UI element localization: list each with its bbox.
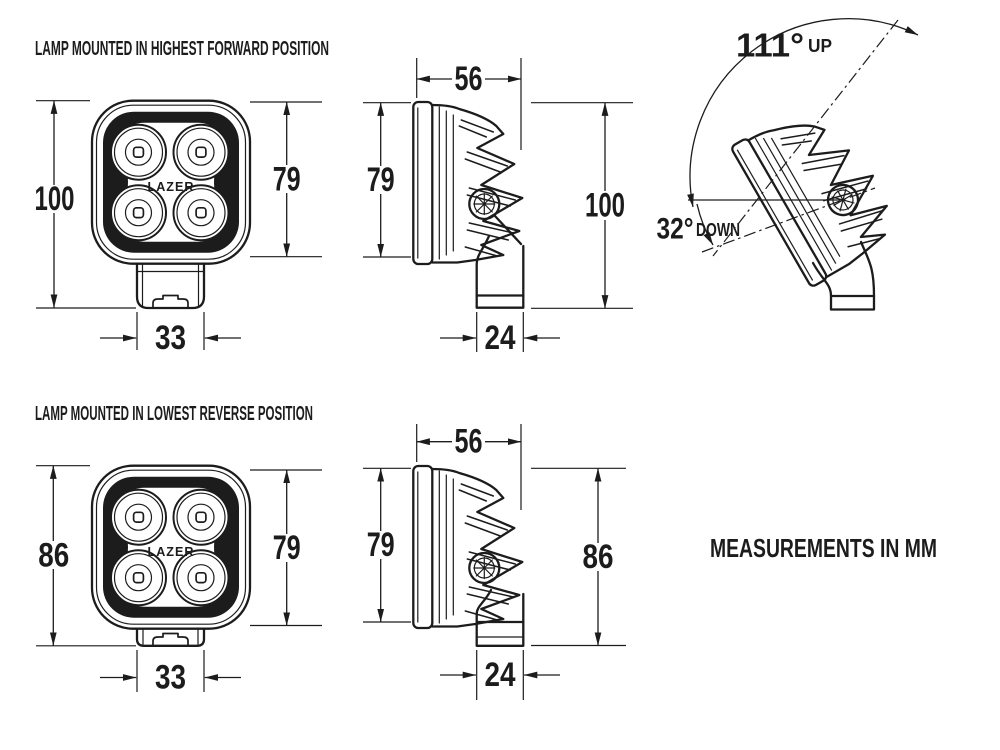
angle-label-up-value: 111° bbox=[736, 27, 804, 64]
mounting-bracket-tilt bbox=[811, 240, 876, 311]
angle-label-down-value: 32° bbox=[657, 213, 694, 246]
lamp-front bbox=[90, 99, 252, 265]
lamp-side bbox=[412, 464, 524, 630]
dimension-label-lens-height-side: 79 bbox=[367, 161, 395, 199]
angle-label-up-text: UP bbox=[808, 36, 832, 56]
beam-axis-down-line bbox=[701, 187, 876, 253]
section-lowest-reverse: LAMP MOUNTED IN LOWEST REVERSE POSITION … bbox=[35, 403, 937, 700]
mounting-bracket-side bbox=[475, 214, 525, 309]
dimension-label-lens-height: 79 bbox=[273, 529, 301, 567]
dimension-label-lens-height-side: 79 bbox=[367, 526, 395, 564]
section-highest-forward: LAMP MOUNTED IN HIGHEST FORWARD POSITION… bbox=[35, 18, 919, 357]
dimensions-front-lowest: 86 79 33 bbox=[35, 465, 322, 697]
dimension-label-total-height: 86 bbox=[38, 537, 69, 575]
tilt-view: 111° UP 32° DOWN bbox=[657, 18, 919, 311]
dimension-label-foot-width: 24 bbox=[485, 656, 516, 694]
dimensions-side-lowest: 56 79 86 24 bbox=[363, 423, 626, 700]
mounting-bracket-side bbox=[475, 588, 525, 647]
dimension-label-depth: 56 bbox=[455, 423, 483, 461]
angle-label-down-text: DOWN bbox=[696, 220, 740, 240]
side-view-lowest: 56 79 86 24 bbox=[363, 423, 626, 700]
dimensions-side-highest: 56 79 100 24 bbox=[363, 58, 633, 357]
mounting-bracket bbox=[135, 627, 206, 647]
section-title: LAMP MOUNTED IN HIGHEST FORWARD POSITION bbox=[35, 38, 329, 60]
dimensions-front-highest: 100 79 33 bbox=[35, 100, 322, 357]
dimension-label-total-height-side: 100 bbox=[585, 187, 625, 225]
lamp-front bbox=[90, 464, 252, 630]
note-measurements: MEASUREMENTS IN MM bbox=[710, 533, 937, 563]
angle-arc-up bbox=[687, 18, 919, 208]
dimension-label-depth: 56 bbox=[455, 60, 483, 98]
dimension-label-bracket-width: 33 bbox=[155, 659, 186, 697]
dimension-label-total-height: 100 bbox=[35, 180, 75, 218]
mounting-bracket bbox=[135, 262, 206, 310]
dimension-label-lens-height: 79 bbox=[273, 160, 301, 198]
lamp-side bbox=[412, 100, 524, 266]
front-view-lowest: 86 79 33 bbox=[35, 464, 322, 697]
angle-arc-down bbox=[696, 203, 714, 246]
section-title: LAMP MOUNTED IN LOWEST REVERSE POSITION bbox=[35, 403, 313, 425]
dimension-label-foot-width: 24 bbox=[485, 319, 516, 357]
side-view-highest: 56 79 100 24 bbox=[363, 58, 633, 357]
dimension-label-total-height-side: 86 bbox=[583, 538, 614, 576]
front-view-highest: 100 79 33 bbox=[35, 99, 322, 357]
dimension-label-bracket-width: 33 bbox=[155, 319, 186, 357]
